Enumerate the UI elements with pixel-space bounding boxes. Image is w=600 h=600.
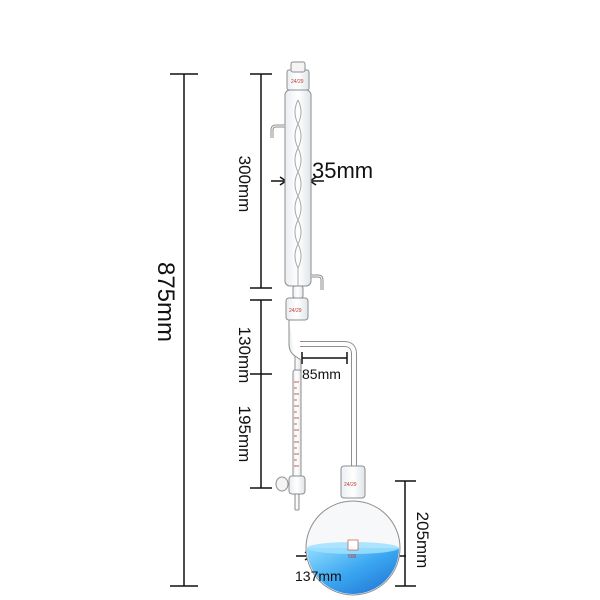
- stopcock-body: [288, 475, 306, 495]
- trap-joint-mark: 24/29: [289, 308, 302, 314]
- trap-joint: [285, 297, 309, 321]
- burette-length-label: 195mm: [235, 405, 254, 463]
- condenser-jacket: [284, 89, 312, 287]
- stopcock-handle: [275, 476, 289, 492]
- dimension-lines: [170, 73, 416, 587]
- water-inlet: [311, 274, 324, 290]
- flask-joint-mark: 24/29: [344, 482, 357, 488]
- water-outlet: [270, 124, 285, 138]
- flask-volume-mark: 500: [348, 554, 357, 560]
- flask-diameter-label: 137mm: [295, 568, 342, 584]
- flask: [305, 465, 401, 596]
- trap-side-arm: [300, 341, 357, 468]
- flask-liquid: [307, 548, 399, 594]
- flask-joint: [340, 465, 366, 499]
- trap: [275, 297, 357, 511]
- flask-height-label: 205mm: [413, 511, 432, 569]
- trap-offset-label: 85mm: [302, 366, 341, 382]
- condenser-length-label: 300mm: [235, 155, 254, 213]
- total-height-label: 875mm: [152, 261, 179, 343]
- condenser-diameter-label: 35mm: [312, 158, 374, 183]
- condenser: [270, 61, 324, 299]
- burette-graduations: [294, 381, 299, 467]
- trap-height-label: 130mm: [235, 326, 254, 384]
- top-joint-mark: 24/29: [291, 79, 304, 85]
